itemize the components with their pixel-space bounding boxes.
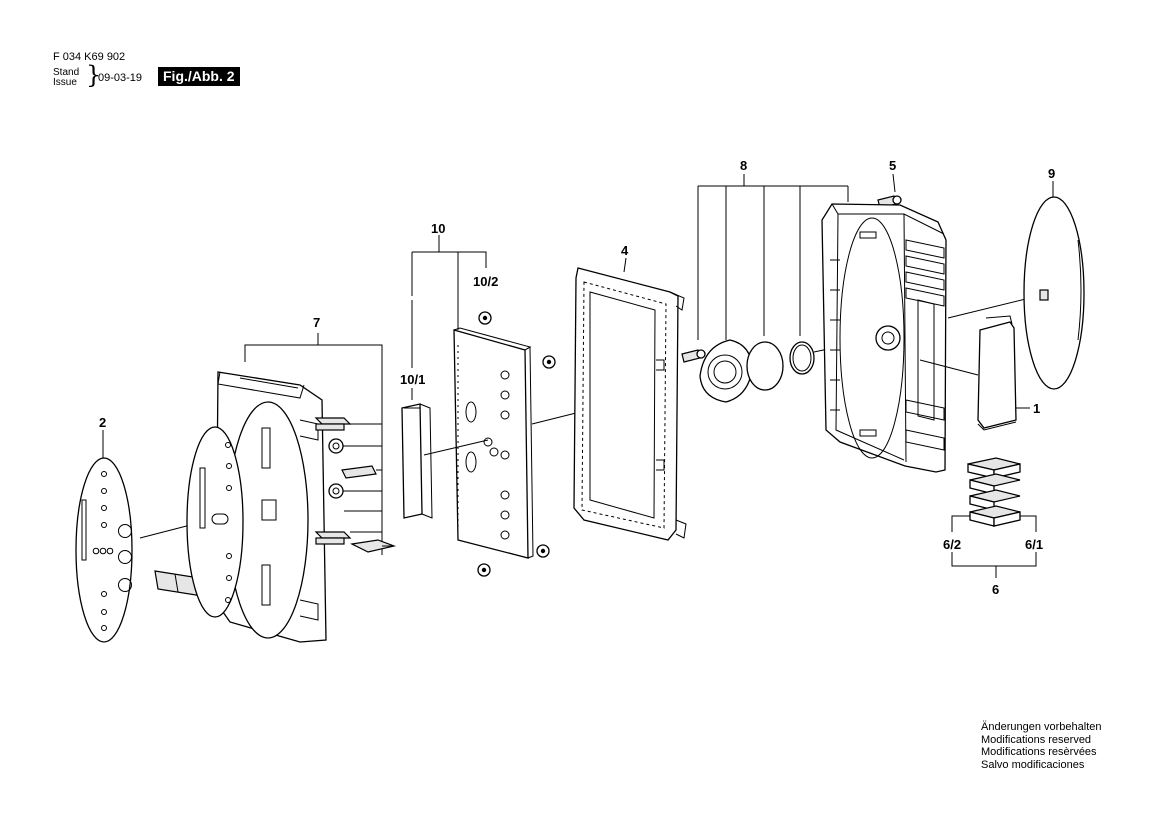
main-housing: [821, 203, 947, 473]
document-number: F 034 K69 902: [53, 51, 126, 63]
figure-label: Fig./Abb. 2: [158, 67, 240, 86]
callout-6-1: 6/1: [1025, 537, 1043, 552]
issue-label: Issue: [53, 77, 77, 88]
callout-7: 7: [313, 315, 320, 330]
part-7-small-parts: [314, 417, 397, 553]
callout-8: 8: [740, 158, 747, 173]
callout-2: 2: [99, 415, 106, 430]
callout-6-2: 6/2: [943, 537, 961, 552]
part-6-terminal-block: [967, 457, 1021, 527]
callout-6: 6: [992, 582, 999, 597]
part-9-round-plate: [1023, 196, 1085, 390]
callout-10-1: 10/1: [400, 372, 425, 387]
part-4-gasket-frame: [573, 267, 687, 541]
stand-issue-label: Stand Issue: [53, 68, 79, 88]
note-de: Änderungen vorbehalten: [981, 721, 1102, 733]
part-7-front-housing: [186, 371, 327, 643]
note-en: Modifications reserved: [981, 733, 1092, 746]
brace-glyph: }: [86, 61, 102, 89]
callout-1: 1: [1033, 401, 1040, 416]
part-8-lens: [746, 341, 784, 391]
board-nuts: [477, 355, 556, 577]
callout-9: 9: [1048, 166, 1055, 181]
part-2-front-plate: [75, 457, 133, 643]
modifications-note: Änderungen vorbehalten Modifications res…: [981, 721, 1101, 771]
part-8-o-ring: [789, 341, 815, 375]
part-8-screw: [681, 349, 706, 363]
callout-10: 10: [431, 221, 445, 236]
note-fr: Modifications resèrvées: [981, 746, 1097, 758]
part-8-bayonet-ring: [699, 339, 753, 403]
note-es: Salvo modificaciones: [981, 758, 1085, 771]
callout-5: 5: [889, 158, 896, 173]
part-1-battery-cover: [977, 315, 1017, 431]
part-10-2-nut: [478, 311, 492, 325]
stand-label: Stand: [53, 67, 80, 78]
part-10-circuit-board: [453, 327, 534, 559]
callout-4: 4: [621, 243, 629, 258]
part-10-1-block: [401, 403, 433, 519]
issue-date: 09-03-19: [98, 72, 143, 84]
callout-10-2: 10/2: [473, 274, 498, 289]
